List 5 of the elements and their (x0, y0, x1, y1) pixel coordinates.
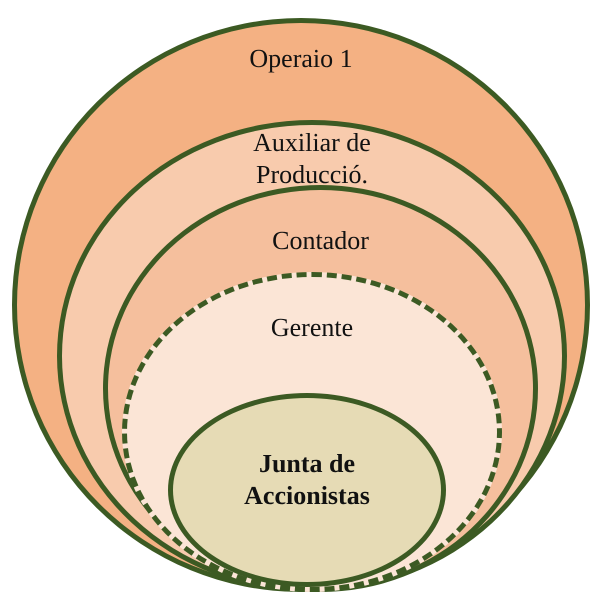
layer-label: Gerente (270, 312, 354, 344)
layer-label: Junta de Accionistas (243, 448, 371, 512)
layer-label: Contador (271, 225, 370, 257)
layer-label: Operaio 1 (248, 43, 354, 75)
layer-label: Auxiliar de Producció. (252, 127, 372, 191)
